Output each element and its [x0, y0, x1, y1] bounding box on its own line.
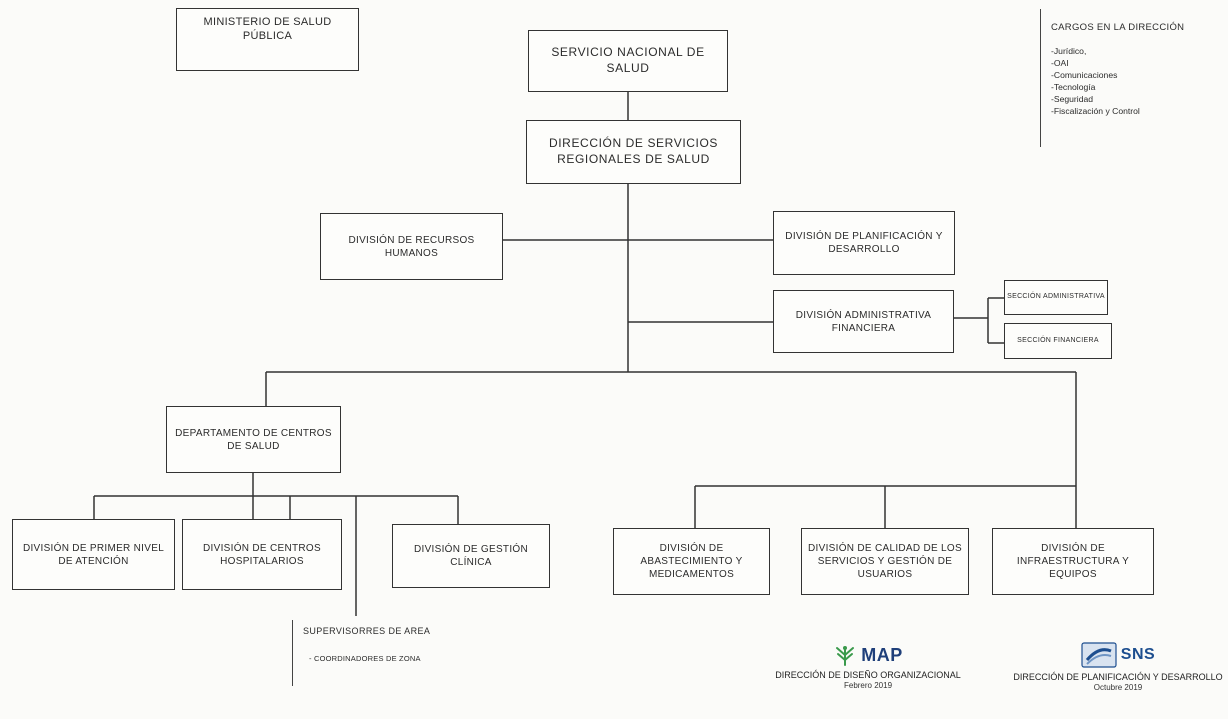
div-infraestructura-box: DIVISIÓN DE INFRAESTRUCTURA Y EQUIPOS — [992, 528, 1154, 595]
div-gestion-clinica-label: DIVISIÓN DE GESTIÓN CLÍNICA — [413, 544, 529, 568]
depto-centros-salud-label: DEPARTAMENTO DE CENTROS DE SALUD — [175, 427, 332, 452]
sns-caption: DIRECCIÓN DE PLANIFICACIÓN Y DESARROLLO — [1013, 672, 1223, 682]
cargo-item: -Seguridad — [1051, 94, 1094, 105]
map-tree-icon — [836, 646, 855, 666]
cargo-item: -Tecnología — [1051, 82, 1096, 93]
div-planificacion-box: DIVISIÓN DE PLANIFICACIÓN Y DESARROLLO — [773, 211, 955, 275]
map-logo-text: MAP — [861, 644, 903, 665]
cargo-item: -Comunicaciones — [1051, 70, 1118, 81]
div-recursos-humanos-box: DIVISIÓN DE RECURSOS HUMANOS — [320, 213, 503, 280]
direccion-servicios-box: DIRECCIÓN DE SERVICIOS REGIONALES DE SAL… — [526, 120, 741, 184]
map-logo: MAP — [730, 644, 1006, 666]
servicio-nacional-label: SERVICIO NACIONAL DE SALUD — [551, 45, 705, 75]
sns-logo-block: SNS DIRECCIÓN DE PLANIFICACIÓN Y DESARRO… — [1012, 642, 1224, 692]
div-administrativa-label: DIVISIÓN ADMINISTRATIVA FINANCIERA — [795, 309, 932, 334]
map-logo-block: MAP DIRECCIÓN DE DISEÑO ORGANIZACIONAL F… — [730, 644, 1006, 690]
cargo-item: -Jurídico, — [1051, 46, 1087, 56]
div-calidad-box: DIVISIÓN DE CALIDAD DE LOS SERVICIOS Y G… — [801, 528, 969, 595]
servicio-nacional-box: SERVICIO NACIONAL DE SALUD — [528, 30, 728, 92]
div-calidad-label: DIVISIÓN DE CALIDAD DE LOS SERVICIOS Y G… — [808, 543, 962, 580]
div-recursos-humanos-label: DIVISIÓN DE RECURSOS HUMANOS — [348, 234, 475, 259]
div-primer-nivel-label: DIVISIÓN DE PRIMER NIVEL DE ATENCIÓN — [22, 542, 165, 567]
sns-date: Octubre 2019 — [1093, 682, 1143, 692]
div-infraestructura-label: DIVISIÓN DE INFRAESTRUCTURA Y EQUIPOS — [1016, 543, 1130, 580]
div-abastecimiento-label: DIVISIÓN DE ABASTECIMIENTO Y MEDICAMENTO… — [640, 543, 743, 580]
map-date: Febrero 2019 — [843, 680, 893, 690]
cargos-title: CARGOS EN LA DIRECCIÓN — [1051, 22, 1185, 33]
coordinadores-label: - COORDINADORES DE ZONA — [309, 654, 421, 663]
div-planificacion-label: DIVISIÓN DE PLANIFICACIÓN Y DESARROLLO — [785, 231, 943, 255]
div-abastecimiento-box: DIVISIÓN DE ABASTECIMIENTO Y MEDICAMENTO… — [613, 528, 770, 595]
sns-logo-text: SNS — [1120, 646, 1156, 663]
sns-logo: SNS — [1012, 642, 1224, 668]
ministerio-box: MINISTERIO DE SALUD PÚBLICA — [176, 8, 359, 71]
div-centros-hospitalarios-box: DIVISIÓN DE CENTROS HOSPITALARIOS — [182, 519, 342, 590]
sec-financiera-label: SECCIÓN FINANCIERA — [1017, 336, 1099, 344]
sec-financiera-box: SECCIÓN FINANCIERA — [1004, 323, 1112, 359]
cargo-item: -Fiscalización y Control — [1051, 106, 1140, 117]
direccion-servicios-label: DIRECCIÓN DE SERVICIOS REGIONALES DE SAL… — [548, 136, 718, 166]
div-primer-nivel-box: DIVISIÓN DE PRIMER NIVEL DE ATENCIÓN — [12, 519, 175, 590]
div-gestion-clinica-box: DIVISIÓN DE GESTIÓN CLÍNICA — [392, 524, 550, 588]
cargos-panel: CARGOS EN LA DIRECCIÓN -Jurídico, -OAI -… — [1040, 9, 1226, 147]
sec-administrativa-box: SECCIÓN ADMINISTRATIVA — [1004, 280, 1108, 315]
div-centros-hospitalarios-label: DIVISIÓN DE CENTROS HOSPITALARIOS — [203, 542, 321, 567]
supervisores-panel: SUPERVISORRES DE AREA - COORDINADORES DE… — [292, 620, 492, 686]
sns-emblem-icon — [1081, 642, 1117, 668]
supervisores-title: SUPERVISORRES DE AREA — [303, 626, 431, 636]
ministerio-label: MINISTERIO DE SALUD PÚBLICA — [203, 16, 332, 43]
sec-administrativa-label: SECCIÓN ADMINISTRATIVA — [1007, 293, 1105, 301]
div-administrativa-box: DIVISIÓN ADMINISTRATIVA FINANCIERA — [773, 290, 954, 353]
depto-centros-salud-box: DEPARTAMENTO DE CENTROS DE SALUD — [166, 406, 341, 473]
cargo-item: -OAI — [1051, 58, 1069, 69]
map-caption: DIRECCIÓN DE DISEÑO ORGANIZACIONAL — [775, 670, 961, 680]
